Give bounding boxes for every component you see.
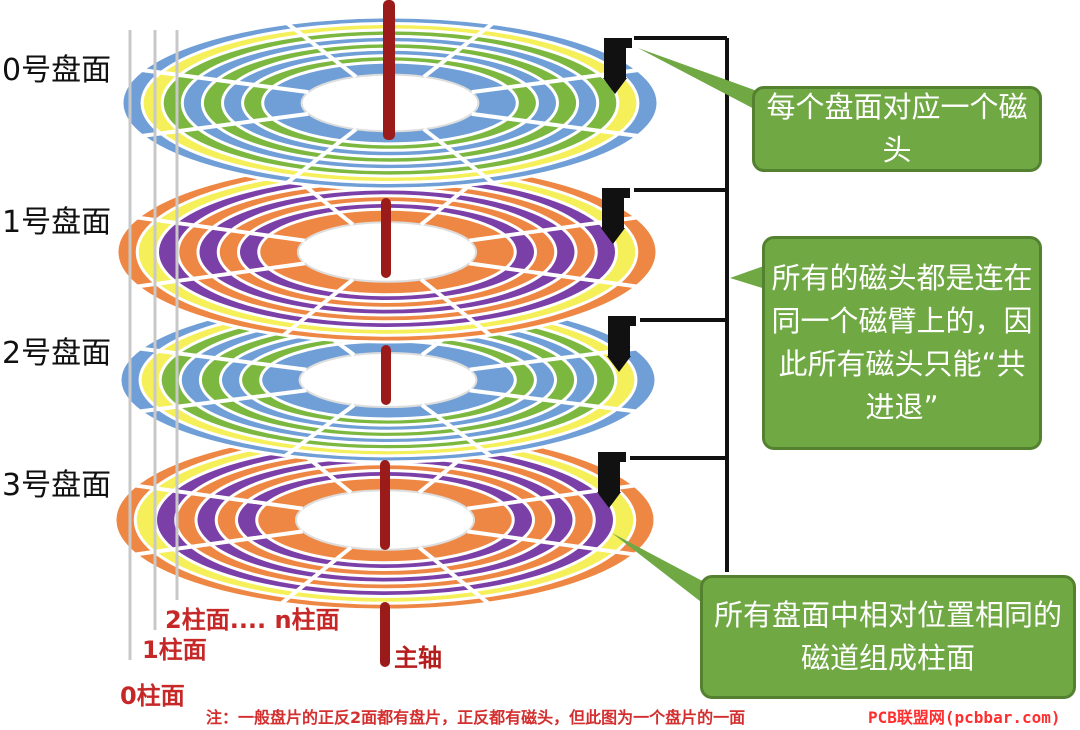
platter-2-sector-line-7 [469,346,636,372]
platter-3 [113,428,657,612]
platter-3-sector-line-1 [417,545,490,605]
read-write-head-2 [607,316,636,372]
callout-head-per-platter: 每个盘面对应一个磁头 [752,86,1042,172]
head-3-tip [597,492,621,508]
callout-cylinder-def-text: 所有盘面中相对位置相同的磁道组成柱面 [713,598,1062,675]
watermark: PCB联盟网(pcbbar.com) [868,704,1061,728]
platter-2-sector-line-3 [140,388,307,414]
platter-0-sector-line-5 [286,21,358,79]
cylinder-label-2-n: 2柱面.... n柱面 [165,606,340,634]
spindle [380,0,395,667]
cylinder-label-1: 1柱面 [142,636,207,664]
platter-0-sector-line-6 [422,21,494,79]
pointer-head-per-platter [638,48,760,112]
head-0-mount [618,38,632,48]
platter-3-sector-line-4 [135,483,303,511]
platter-label-1: 1号盘面 [2,205,112,240]
footnote: 注：一般盘片的正反2面都有盘片，正反都有磁头，但此图为一个盘片的一面 [206,708,746,727]
platter-0-sector-line-2 [286,127,358,185]
platter-1-sector-line-0 [469,261,637,289]
cylinder-lines [128,30,179,660]
pointer-cylinder-def [612,533,710,605]
platter-0-sector-line-3 [142,111,309,138]
platter-label-0: 0号盘面 [2,53,112,88]
platter-3-sector-line-3 [135,529,303,557]
callout-shared-arm: 所有的磁头都是连在同一个磁臂上的，因此所有磁头只能“共进退” [762,236,1042,450]
platter-2-sector-line-4 [140,346,307,372]
head-arm [630,36,729,572]
spindle-segment-2 [381,345,391,405]
head-2-mount [622,316,636,326]
platter-0-sector-line-0 [471,111,638,138]
read-write-head-3 [597,452,626,508]
head-2-tip [607,356,631,372]
platter-1-sector-line-2 [282,277,355,337]
head-3-mount [612,452,626,462]
spindle-segment-1 [381,198,391,278]
callout-cylinder-def: 所有盘面中相对位置相同的磁道组成柱面 [700,575,1076,699]
read-write-heads [597,38,636,508]
head-0-tip [603,78,627,94]
callout-head-per-platter-text: 每个盘面对应一个磁头 [766,90,1028,167]
callout-shared-arm-text: 所有的磁头都是连在同一个磁臂上的，因此所有磁头只能“共进退” [771,261,1033,424]
platter-label-3: 3号盘面 [2,468,112,503]
spindle-top [383,0,395,140]
read-write-head-1 [601,188,630,244]
head-1-mount [616,188,630,198]
platter-0-sector-line-1 [422,127,494,185]
platter-1-sector-line-1 [419,277,492,337]
platter-3-sector-line-0 [467,529,635,557]
spindle-segment-3 [380,460,390,550]
spindle-bottom [380,602,390,667]
head-1-tip [601,228,625,244]
platter-1-sector-line-3 [137,261,305,289]
platter-2-sector-line-1 [420,403,492,458]
cylinder-label-0: 0柱面 [120,682,185,710]
spindle-label: 主轴 [394,644,442,672]
platter-label-2: 2号盘面 [2,336,112,371]
platter-3-sector-line-2 [280,545,353,605]
read-write-head-0 [603,38,632,94]
platter-2-sector-line-0 [469,388,636,414]
platter-1-sector-line-4 [137,215,305,243]
platter-0-sector-line-4 [142,68,309,95]
platter-2-sector-line-2 [284,403,356,458]
